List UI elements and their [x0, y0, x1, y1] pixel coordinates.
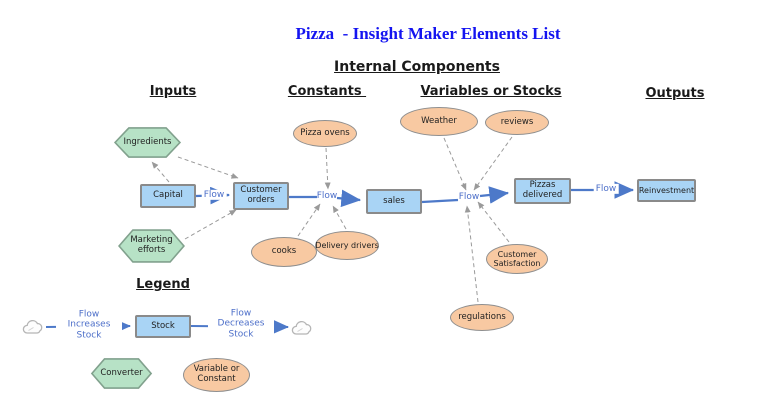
link-regulations-to-flow — [464, 205, 479, 303]
link-pizza-ovens-to-flow — [324, 147, 331, 190]
link-delivery-drivers-to-flow — [332, 205, 347, 230]
node-sales[interactable]: sales — [366, 189, 422, 214]
node-marketing-efforts[interactable]: Marketing efforts — [117, 229, 186, 263]
node-label: sales — [383, 195, 405, 206]
header-constants: Constants — [287, 84, 367, 99]
node-label: reviews — [500, 116, 534, 127]
flow-label-1[interactable]: Flow — [201, 189, 227, 201]
legend-flow-increases-label: Flow Increases Stock — [56, 309, 122, 341]
legend-flow-decreases-label: Flow Decreases Stock — [208, 308, 274, 340]
link-marketing-to-customer-orders — [184, 209, 237, 240]
hexagon-shape — [117, 229, 186, 263]
node-label: Capital — [153, 190, 183, 201]
flow-label-3[interactable]: Flow — [458, 191, 480, 202]
node-label: Reinvestment — [638, 185, 695, 195]
node-reinvestment[interactable]: Reinvestment — [637, 179, 696, 202]
link-capital-to-ingredients — [151, 161, 170, 183]
flow-label-2[interactable]: Flow — [316, 190, 338, 201]
node-delivery-drivers[interactable]: Delivery drivers — [315, 231, 379, 260]
header-internal-components: Internal Components — [334, 59, 500, 75]
header-legend: Legend — [136, 277, 190, 292]
hexagon-shape — [90, 358, 153, 389]
node-label: cooks — [271, 246, 297, 257]
flow-customer-orders-to-sales-right — [336, 189, 362, 208]
header-inputs: Inputs — [149, 84, 197, 99]
node-label: Customer orders — [240, 185, 282, 205]
node-label: Pizzas delivered — [522, 180, 563, 200]
flow-sales-to-pizzas-right — [479, 186, 510, 204]
node-label: Customer Satisfaction — [493, 249, 541, 268]
legend-stock[interactable]: Stock — [135, 315, 191, 338]
node-pizzas-delivered[interactable]: Pizzas delivered — [514, 178, 571, 204]
cloud-source-icon — [22, 320, 43, 334]
link-reviews-to-flow — [473, 136, 513, 191]
node-customer-orders[interactable]: Customer orders — [233, 182, 289, 210]
node-label: regulations — [458, 311, 506, 322]
header-outputs: Outputs — [645, 86, 705, 101]
flow-sales-to-pizzas-left — [421, 198, 459, 204]
node-cooks[interactable]: cooks — [251, 237, 317, 267]
link-ingredients-to-customer-orders — [177, 156, 239, 179]
header-variables-or-stocks: Variables or Stocks — [420, 84, 562, 99]
node-customer-satisfaction[interactable]: Customer Satisfaction — [486, 244, 548, 274]
node-label: Stock — [151, 320, 175, 331]
node-ingredients[interactable]: Ingredients — [113, 127, 182, 158]
node-capital[interactable]: Capital — [140, 184, 196, 208]
node-pizza-ovens[interactable]: Pizza ovens — [293, 120, 357, 147]
node-label: Pizza ovens — [300, 127, 350, 138]
node-weather[interactable]: Weather — [400, 107, 478, 136]
cloud-sink-icon — [291, 321, 312, 335]
node-label: Variable or Constant — [193, 364, 240, 384]
legend-converter[interactable]: Converter — [90, 358, 153, 389]
node-label: Weather — [421, 115, 457, 126]
node-regulations[interactable]: regulations — [450, 304, 514, 331]
page-title: Pizza - Insight Maker Elements List — [295, 24, 561, 43]
link-customer-satisfaction-to-flow — [477, 201, 510, 243]
legend-variable-or-constant[interactable]: Variable or Constant — [183, 358, 250, 392]
hexagon-shape — [113, 127, 182, 158]
link-weather-to-flow — [443, 137, 467, 191]
flow-label-4[interactable]: Flow — [593, 183, 619, 195]
node-reviews[interactable]: reviews — [485, 110, 549, 135]
link-cooks-to-flow — [297, 203, 321, 237]
node-label: Delivery drivers — [315, 240, 379, 250]
